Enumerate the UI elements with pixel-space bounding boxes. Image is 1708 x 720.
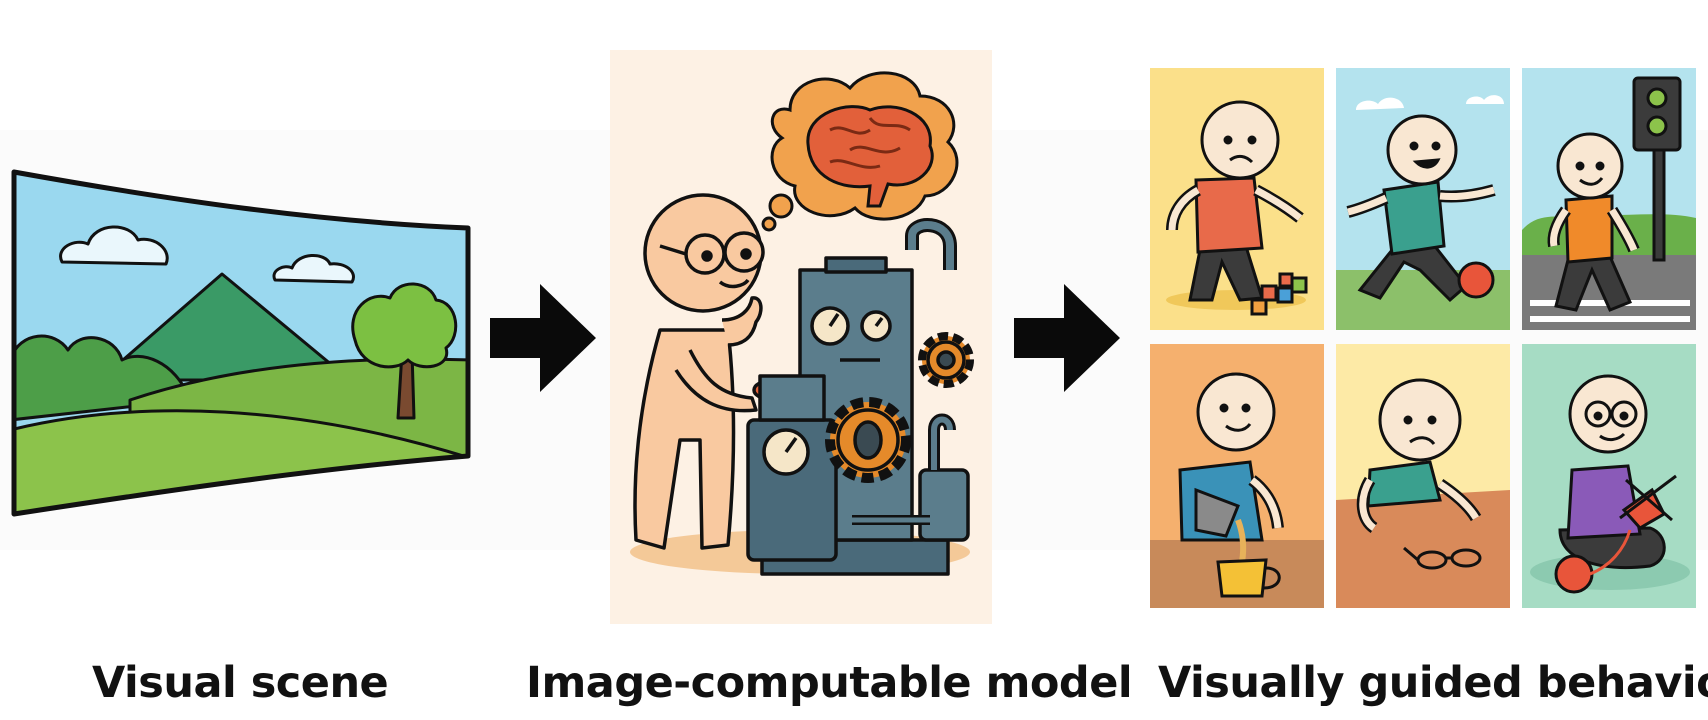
behavior-panel-running bbox=[1336, 68, 1510, 330]
behavior-panel-glasses bbox=[1336, 344, 1510, 608]
arrow-right-icon bbox=[1014, 284, 1120, 392]
label-visually-guided-behavior: Visually guided behavior bbox=[1158, 658, 1708, 708]
label-image-computable-model: Image-computable model bbox=[526, 658, 1133, 708]
behavior-panel-blocks bbox=[1150, 68, 1324, 330]
machine-icon bbox=[746, 218, 974, 576]
behavior-panel-pouring bbox=[1150, 344, 1324, 608]
cloud-icon bbox=[59, 225, 169, 266]
gear-icon bbox=[825, 397, 911, 483]
behavior-grid bbox=[1150, 68, 1696, 608]
model-panel bbox=[610, 50, 992, 624]
gear-icon bbox=[918, 332, 974, 388]
brain-icon bbox=[806, 105, 934, 208]
arrow-right-icon bbox=[490, 284, 596, 392]
tree-icon bbox=[351, 282, 458, 420]
thought-bubble bbox=[761, 71, 959, 232]
behavior-panel-knitting bbox=[1522, 344, 1696, 608]
label-visual-scene: Visual scene bbox=[92, 658, 389, 708]
cloud-icon bbox=[272, 254, 355, 284]
behavior-panel-crossing bbox=[1522, 68, 1696, 330]
person-thinking bbox=[633, 193, 788, 550]
